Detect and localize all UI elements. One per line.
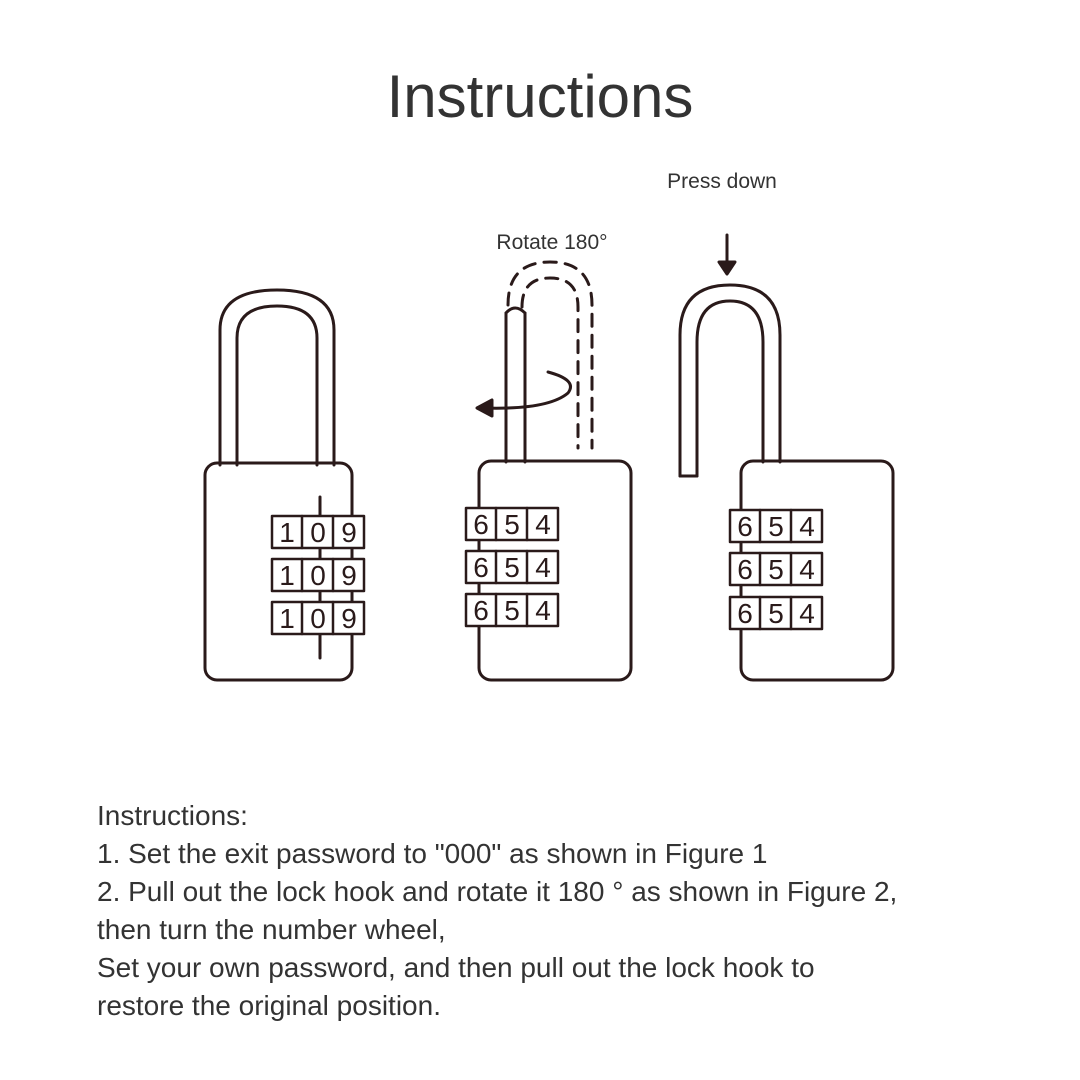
- lock1-wheel-digit: 9: [341, 560, 357, 591]
- figure-1-wheel-box: [270, 514, 366, 550]
- lock1-wheel-digit: 1: [279, 603, 295, 634]
- lock3-wheel-digit: 4: [799, 554, 815, 585]
- instructions-heading: Instructions:: [97, 800, 248, 831]
- figure-3-wheel-boxes: [728, 508, 824, 631]
- figure-1-shackle: [218, 288, 336, 467]
- instruction-line: restore the original position.: [97, 990, 441, 1021]
- lock1-wheel-digit: 1: [279, 560, 295, 591]
- figure-2-wheel-box: [464, 549, 560, 585]
- figure-1-wheel-box: [270, 557, 366, 593]
- lock2-wheel-digit: 6: [473, 595, 489, 626]
- figure-2-shackle-top: [504, 306, 527, 315]
- figure-2-rotation-arrowhead: [475, 398, 494, 418]
- lock1-wheel-digit: 9: [341, 603, 357, 634]
- lock1-wheel-digit: 0: [310, 603, 326, 634]
- figure-2-shackle-dashed: [506, 260, 594, 450]
- lock3-wheel-digit: 5: [768, 511, 784, 542]
- figure-2-shackle-dashed-inner: [520, 276, 580, 450]
- instruction-line: Set your own password, and then pull out…: [97, 952, 815, 983]
- instruction-line: 1. Set the exit password to "000" as sho…: [97, 838, 768, 869]
- lock1-wheel-digit: 1: [279, 517, 295, 548]
- lock3-wheel-digit: 5: [768, 598, 784, 629]
- figure-2-padlock: [475, 260, 633, 682]
- lock3-wheel-digit: 4: [799, 598, 815, 629]
- lock2-wheel-digit: 4: [535, 509, 551, 540]
- figure-2-rotation-arrow: [481, 370, 572, 410]
- lock3-wheel-digit: 6: [737, 511, 753, 542]
- figure-3-wheel-box: [728, 595, 824, 631]
- lock3-wheel-digit: 6: [737, 554, 753, 585]
- lock2-wheel-digit: 4: [535, 595, 551, 626]
- instruction-line: then turn the number wheel,: [97, 914, 446, 945]
- figure-3-wheel-box: [728, 508, 824, 544]
- figure-1-shackle-inner: [235, 304, 319, 467]
- rotate-label: Rotate 180°: [496, 231, 607, 254]
- page-title: Instructions: [386, 63, 694, 130]
- lock2-wheel-digit: 5: [504, 552, 520, 583]
- lock2-wheel-digit: 6: [473, 509, 489, 540]
- lock3-wheel-digit: 5: [768, 554, 784, 585]
- figure-1-wheel-boxes: [270, 514, 366, 636]
- lock3-wheel-digit: 6: [737, 598, 753, 629]
- instructions-text: Instructions: 1. Set the exit password t…: [97, 797, 1037, 1025]
- press-down-label: Press down: [667, 170, 777, 193]
- lock2-wheel-digit: 5: [504, 595, 520, 626]
- figure-3-wheel-box: [728, 551, 824, 587]
- lock3-wheel-digit: 4: [799, 511, 815, 542]
- figure-2-wheel-box: [464, 506, 560, 542]
- figure-3-shackle: [678, 283, 782, 478]
- figure-3-shackle-inner: [695, 299, 765, 478]
- lock2-wheel-digit: 4: [535, 552, 551, 583]
- lock2-wheel-digit: 6: [473, 552, 489, 583]
- instruction-line: 2. Pull out the lock hook and rotate it …: [97, 876, 898, 907]
- lock1-wheel-digit: 0: [310, 560, 326, 591]
- figure-3-press-arrowhead: [717, 260, 737, 276]
- figure-2-wheel-boxes: [464, 506, 560, 628]
- lock2-wheel-digit: 5: [504, 509, 520, 540]
- figure-2-wheel-box: [464, 592, 560, 628]
- figure-1-wheel-box: [270, 600, 366, 636]
- lock1-wheel-digit: 9: [341, 517, 357, 548]
- lock1-wheel-digit: 0: [310, 517, 326, 548]
